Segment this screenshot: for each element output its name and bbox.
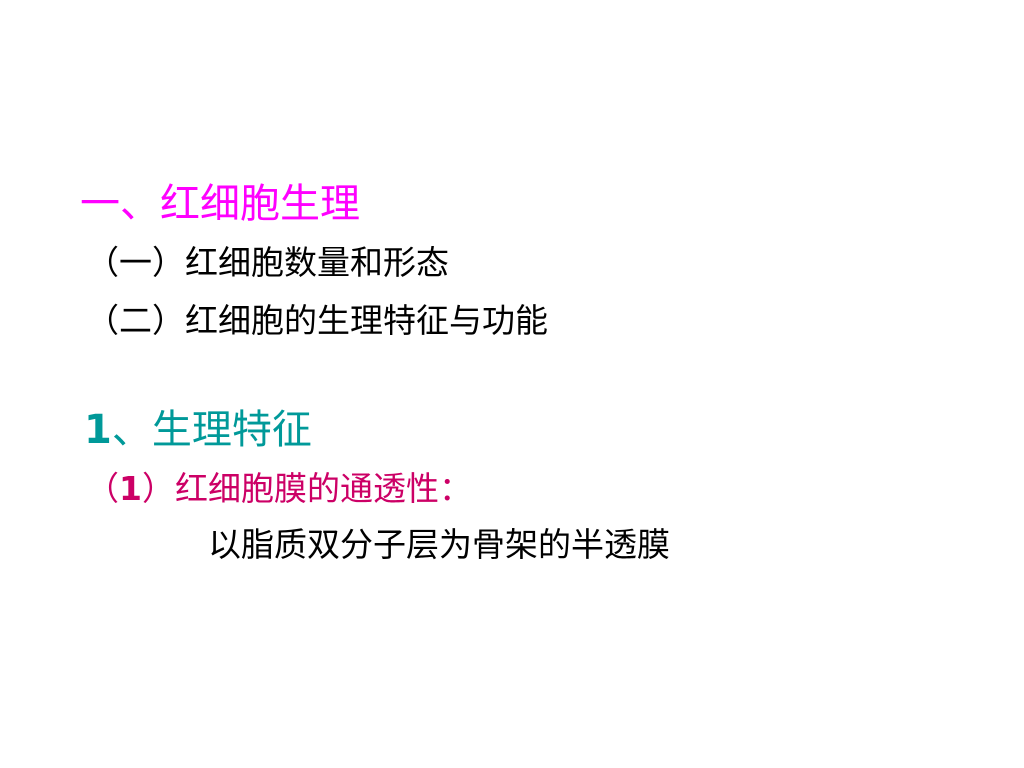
item-heading: （1）红细胞膜的通透性： xyxy=(86,472,472,505)
item-description: 以脂质双分子层为骨架的半透膜 xyxy=(208,525,670,564)
item-number: 1 xyxy=(119,469,142,508)
item-open-paren: （ xyxy=(86,469,119,508)
section-heading: 1、生理特征 xyxy=(84,410,312,450)
item-title: ）红细胞膜的通透性： xyxy=(141,469,472,508)
section-number: 1 xyxy=(84,407,112,453)
section-title: 、生理特征 xyxy=(111,407,312,453)
subsection-2: （二）红细胞的生理特征与功能 xyxy=(86,301,548,340)
subsection-1: （一）红细胞数量和形态 xyxy=(86,243,449,282)
main-heading: 一、红细胞生理 xyxy=(80,181,360,227)
